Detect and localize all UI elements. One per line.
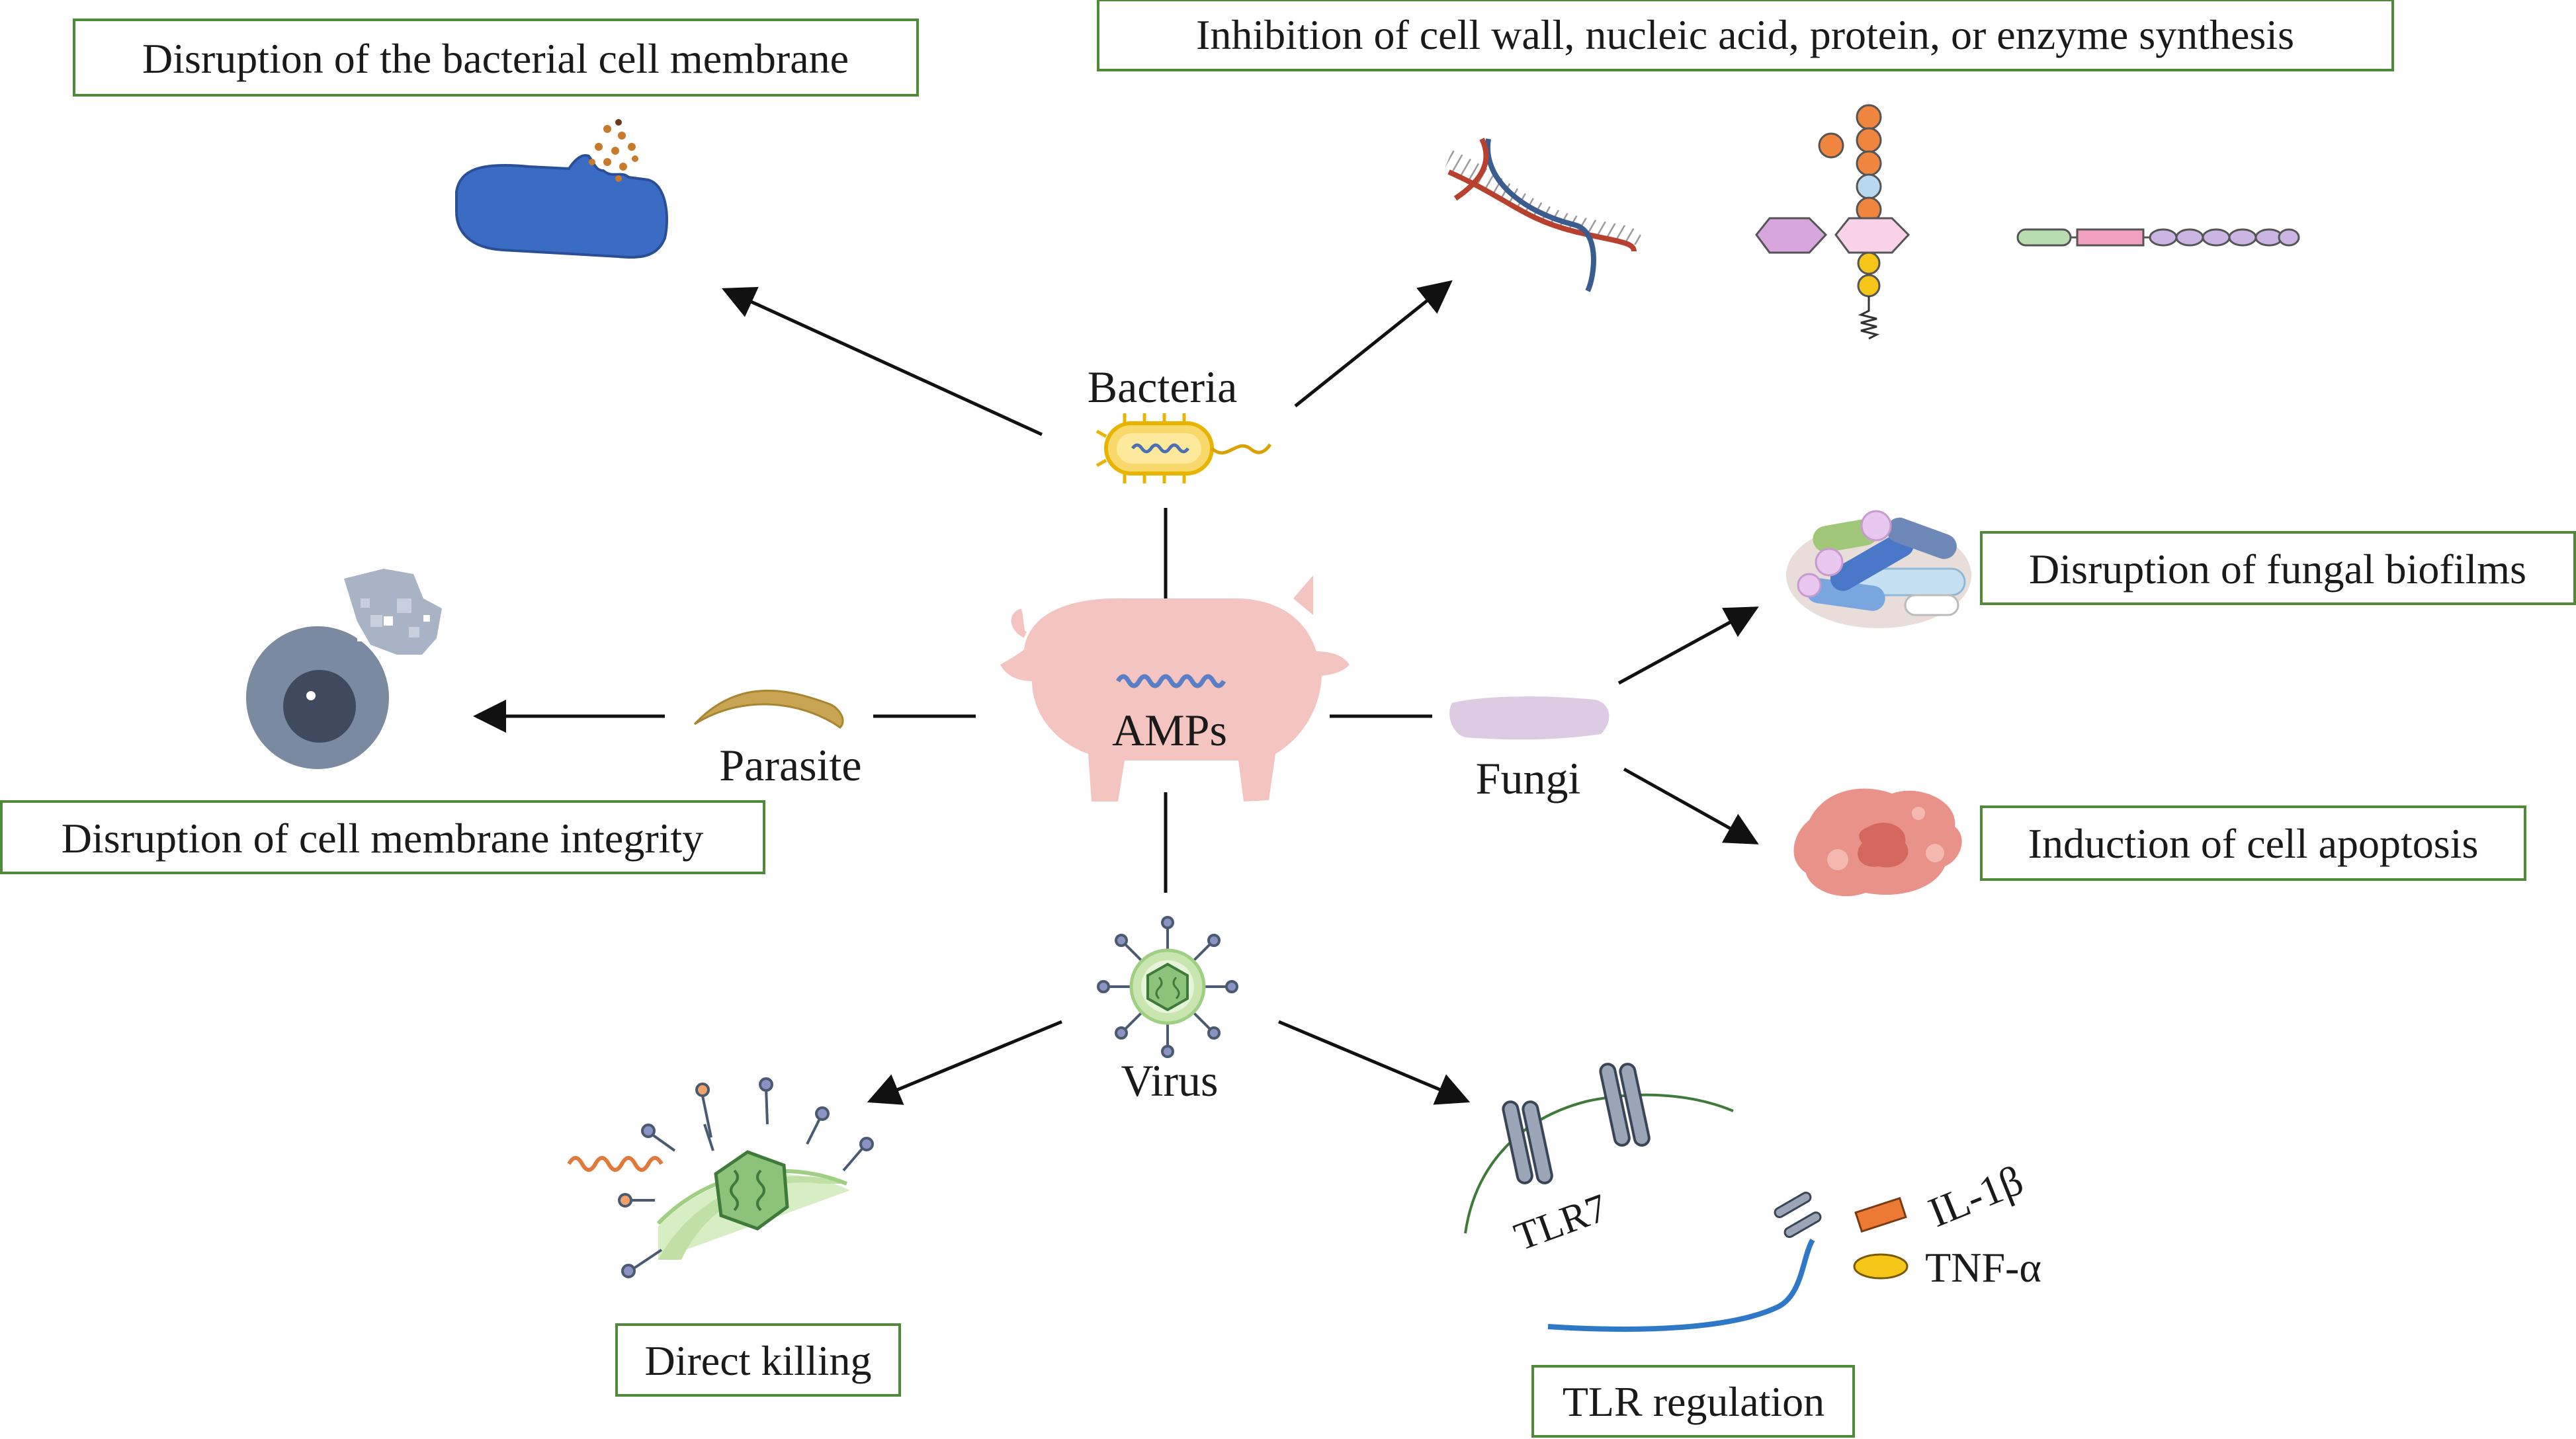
tnfa-icon bbox=[1853, 1253, 1909, 1280]
molecule-chain-icon bbox=[1755, 104, 1911, 340]
peptide-wave-icon bbox=[1115, 674, 1226, 688]
il1b-icon bbox=[1854, 1197, 1907, 1233]
center-label: AMPs bbox=[1112, 705, 1227, 755]
dna-helix-icon bbox=[1445, 138, 1643, 292]
effect-box-fungal-biofilms: Disruption of fungal biofilms bbox=[1980, 531, 2576, 605]
effect-box-synthesis-inhibition: Inhibition of cell wall, nucleic acid, p… bbox=[1097, 0, 2394, 71]
effect-box-membrane-integrity: Disruption of cell membrane integrity bbox=[0, 800, 765, 874]
virus-icon bbox=[1097, 916, 1238, 1058]
tlr-cell-membrane bbox=[1464, 1093, 1734, 1234]
arrow-bacteria-to-synthesis bbox=[1294, 280, 1453, 407]
apoptotic-cell-icon bbox=[1793, 788, 1962, 897]
signaling-pathway-icon bbox=[1547, 1192, 1822, 1332]
disrupted-bacterium-icon bbox=[455, 119, 669, 259]
arrow-virus-to-tlr bbox=[1278, 1020, 1471, 1105]
effect-label: Disruption of fungal biofilms bbox=[2029, 546, 2526, 593]
effect-box-apoptosis: Induction of cell apoptosis bbox=[1980, 805, 2526, 881]
effect-label: Induction of cell apoptosis bbox=[2028, 820, 2479, 867]
virus-killing-icon bbox=[567, 1077, 874, 1278]
arrow-fungi-to-biofilms bbox=[1617, 606, 1759, 685]
protein-chain-icon bbox=[2016, 228, 2300, 247]
effect-label: Inhibition of cell wall, nucleic acid, p… bbox=[1196, 11, 2294, 58]
il1b-label: IL-1β bbox=[1922, 1156, 2030, 1236]
tlr7-label: TLR7 bbox=[1509, 1186, 1613, 1259]
effect-box-tlr-regulation: TLR regulation bbox=[1531, 1365, 1855, 1438]
organism-label-bacteria: Bacteria bbox=[1088, 362, 1238, 412]
effect-box-bacterial-membrane: Disruption of the bacterial cell membran… bbox=[73, 19, 919, 97]
arrow-fungi-to-apoptosis bbox=[1623, 767, 1759, 844]
tlr7-receptor-icon bbox=[1502, 1063, 1651, 1184]
effect-label: Direct killing bbox=[644, 1337, 871, 1384]
tnfa-label: TNF-α bbox=[1925, 1244, 2041, 1291]
organism-label-virus: Virus bbox=[1121, 1055, 1218, 1106]
biofilm-icon bbox=[1786, 510, 1971, 628]
effect-label: Disruption of the bacterial cell membran… bbox=[142, 35, 849, 82]
damaged-cell-icon bbox=[246, 569, 442, 769]
effect-label: Disruption of cell membrane integrity bbox=[62, 815, 703, 862]
parasite-icon bbox=[693, 689, 844, 729]
organism-label-parasite: Parasite bbox=[719, 740, 861, 790]
arrow-bacteria-to-membrane bbox=[721, 286, 1043, 436]
fungus-icon bbox=[1449, 696, 1610, 740]
pig-illustration bbox=[1000, 575, 1350, 802]
bacterium-icon bbox=[1095, 413, 1272, 483]
arrow-virus-to-killing bbox=[867, 1020, 1062, 1105]
organism-label-fungi: Fungi bbox=[1476, 753, 1581, 803]
effect-box-direct-killing: Direct killing bbox=[615, 1323, 901, 1397]
effect-label: TLR regulation bbox=[1563, 1378, 1825, 1425]
